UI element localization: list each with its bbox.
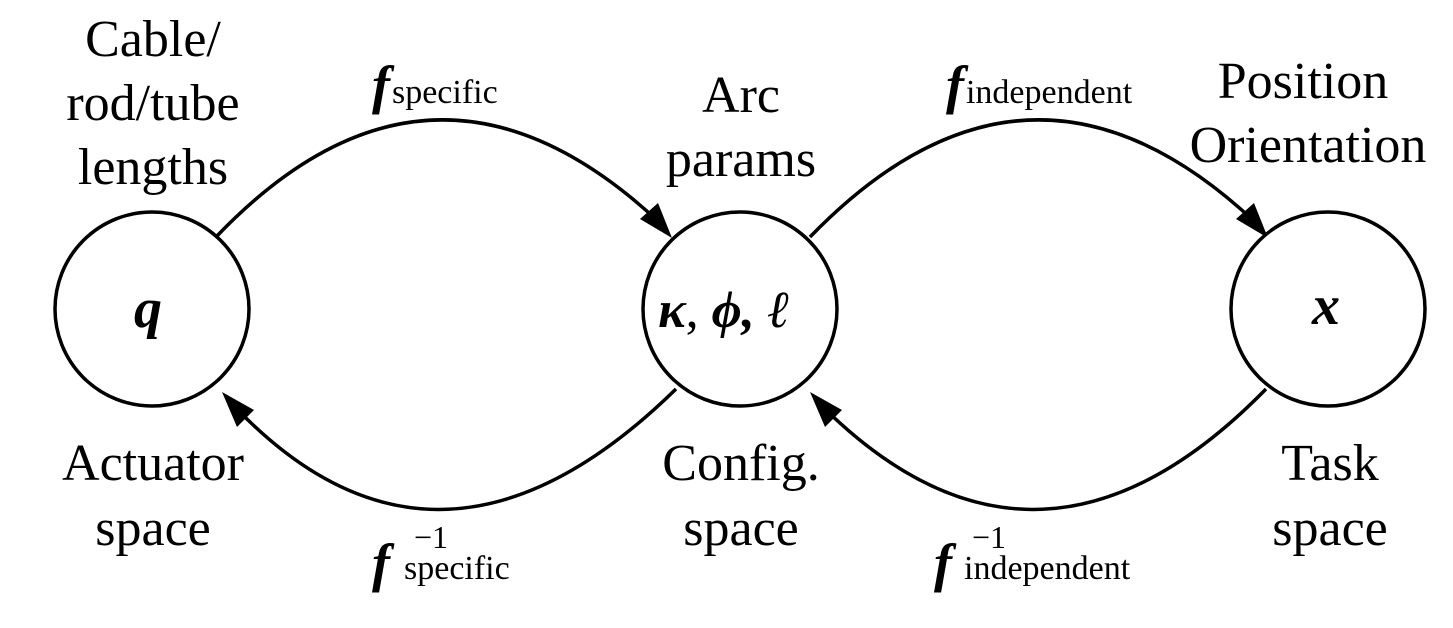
task-symbol-x: x — [1311, 275, 1340, 337]
actuator-bottom-line-1: Actuator — [62, 435, 244, 492]
actuator-top-line-1: Cable/ — [85, 11, 221, 68]
arc-config-to-task — [808, 118, 1258, 239]
actuator-top-line-3: lengths — [78, 139, 228, 196]
config-top-line-2: params — [666, 131, 816, 188]
f-specific-subscript: specific — [392, 74, 498, 111]
f-independent-subscript: independent — [966, 74, 1133, 111]
phi-symbol: ϕ — [712, 282, 742, 339]
arrowhead-to-actuator-bottom — [222, 392, 254, 427]
actuator-bottom-line-2: space — [95, 500, 210, 557]
arc-actuator-to-config — [214, 118, 662, 239]
f-specific-inverse-superscript: −1 — [414, 519, 448, 555]
f-specific-inverse-f: f — [372, 533, 395, 593]
config-bottom-line-2: space — [683, 500, 798, 557]
task-bottom-line-2: space — [1272, 500, 1387, 557]
kappa-symbol: κ — [658, 282, 687, 339]
f-specific-inverse-subscript: specific — [404, 550, 510, 587]
task-top-line-1: Position — [1218, 53, 1389, 110]
actuator-space-node — [53, 210, 251, 408]
arrowhead-to-task-top — [1236, 203, 1268, 238]
arrowhead-to-config-bottom — [810, 392, 842, 427]
actuator-symbol-q: q — [134, 278, 162, 340]
config-symbols: κ, ϕ, ℓ — [658, 282, 790, 339]
f-independent-f: f — [946, 55, 969, 115]
task-top-line-2: Orientation — [1190, 117, 1427, 174]
f-independent-label: findependent — [946, 55, 1133, 115]
config-space-node — [641, 210, 839, 408]
task-space-node — [1229, 210, 1427, 408]
arc-config-to-actuator — [234, 387, 678, 512]
task-bottom-line-1: Task — [1281, 435, 1378, 492]
ell-symbol: ℓ — [768, 282, 790, 339]
actuator-top-line-2: rod/tube — [66, 75, 239, 132]
config-top-line-1: Arc — [702, 67, 780, 124]
config-bottom-line-1: Config. — [662, 435, 819, 492]
arrowhead-to-config-top — [640, 203, 672, 238]
f-independent-inverse-superscript: −1 — [972, 519, 1006, 555]
f-specific-label: fspecific — [372, 55, 498, 115]
f-specific-f: f — [372, 55, 395, 115]
f-independent-inverse-subscript: independent — [964, 550, 1131, 587]
arc-task-to-config — [822, 387, 1268, 512]
f-independent-inverse-f: f — [934, 533, 957, 593]
